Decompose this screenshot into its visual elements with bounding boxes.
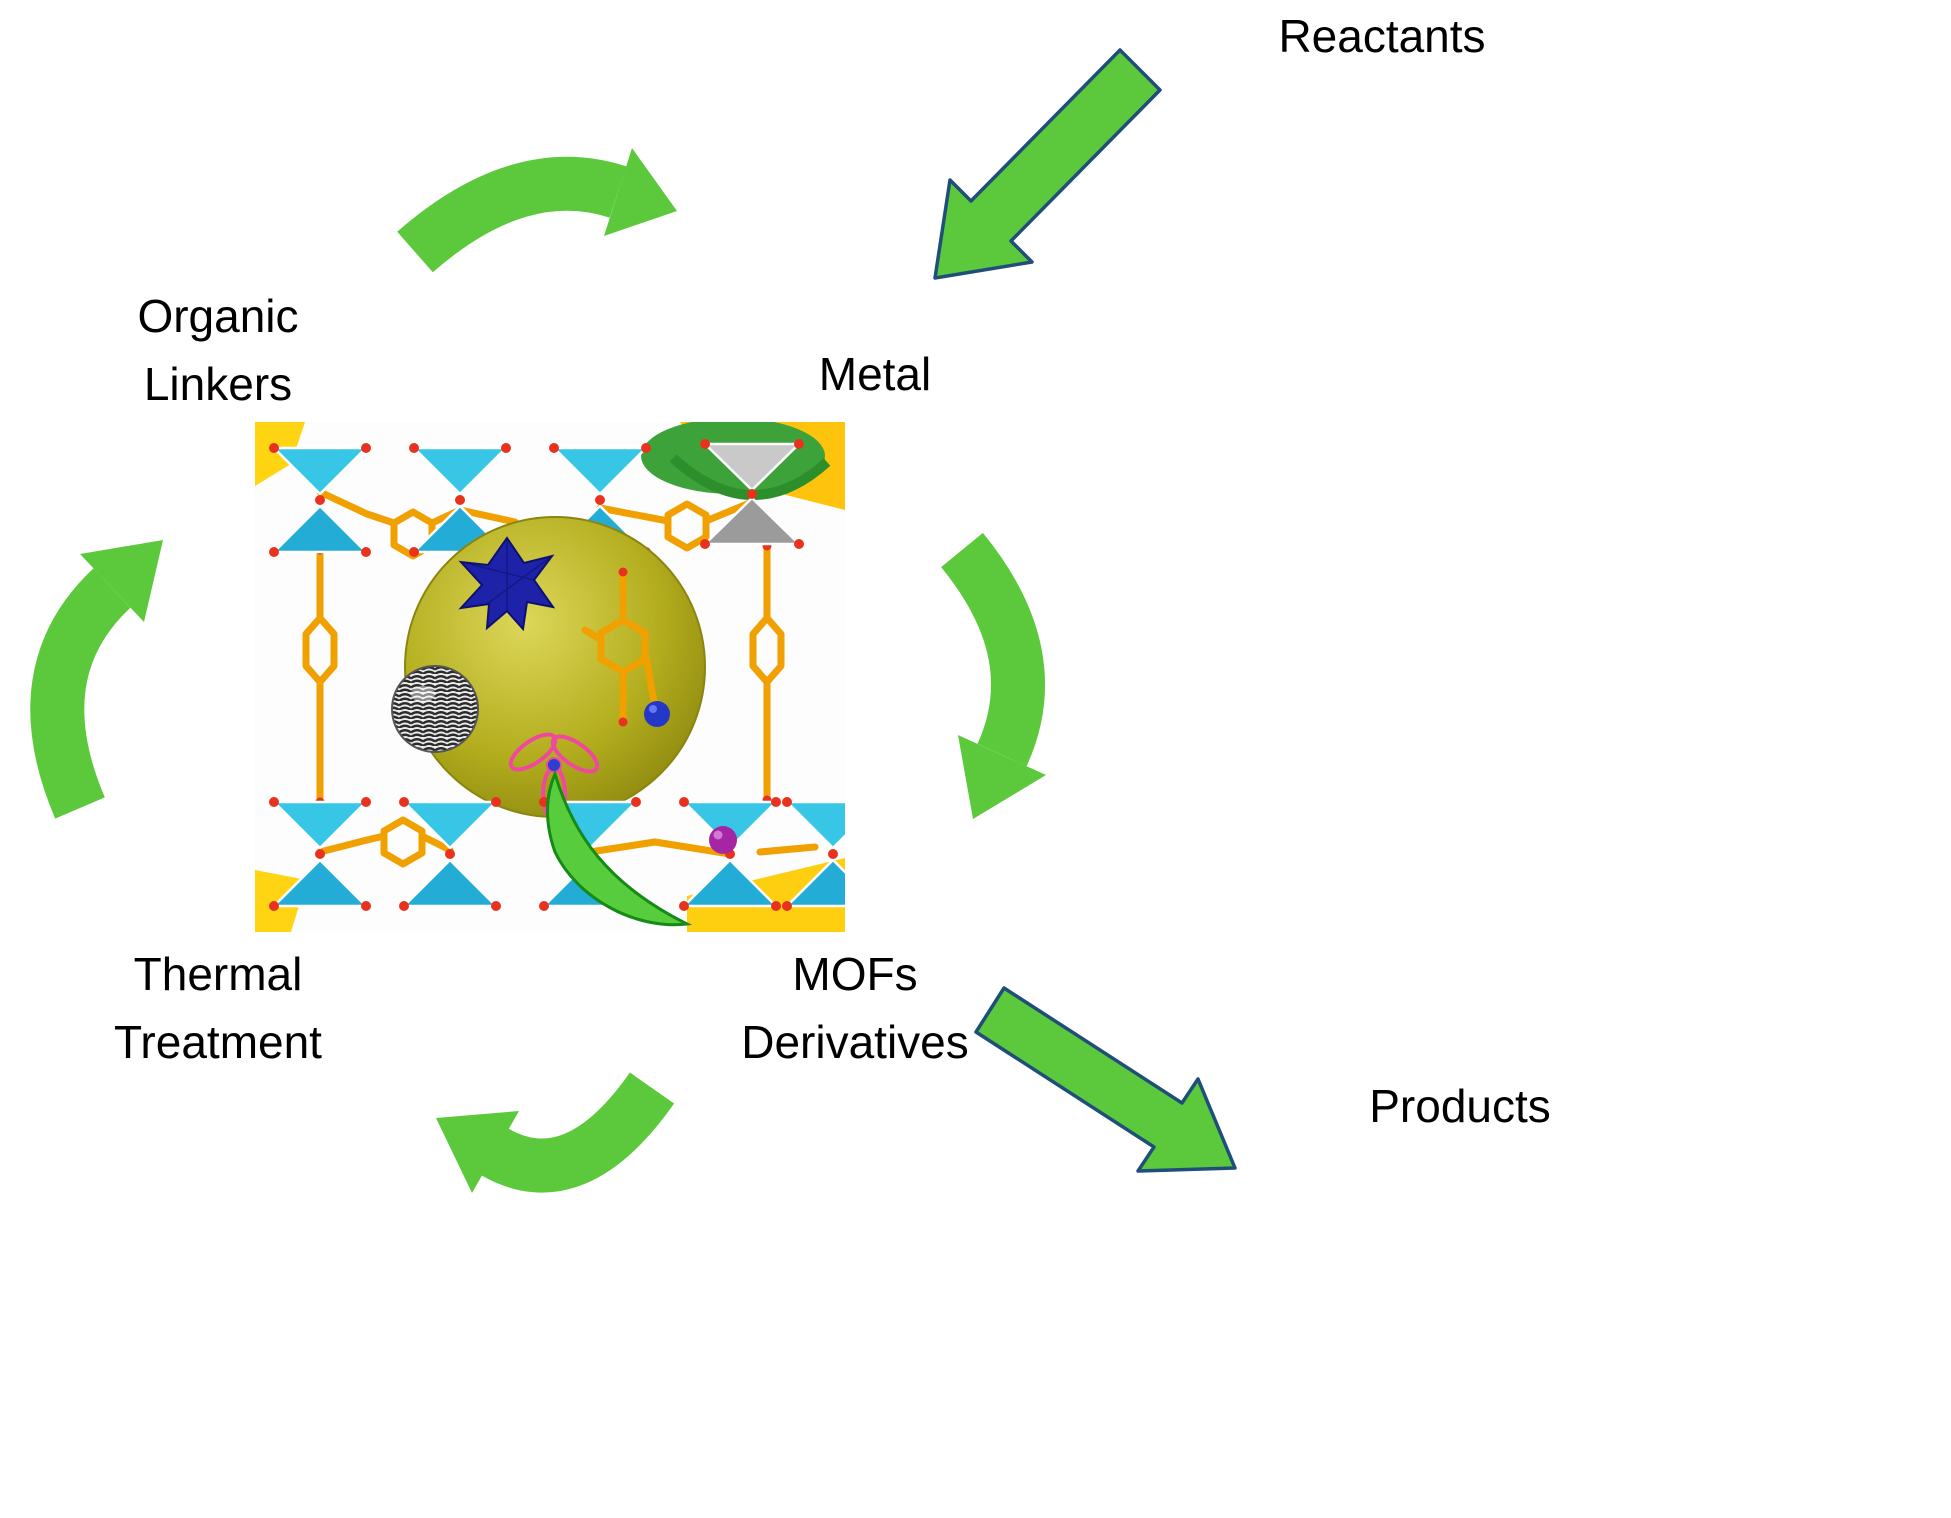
label-products: Products [1330, 1080, 1590, 1132]
mofs-derivatives-to-products-arrow [974, 986, 1237, 1173]
ligand-on-sphere [581, 567, 659, 727]
label-line: Thermal [133, 948, 303, 1000]
organic-linkers-to-metal-arrow [397, 148, 677, 273]
thermal-treatment-to-organic-linkers-arrow [30, 540, 163, 819]
mofs-derivatives-to-thermal-treatment-arrow [436, 1072, 675, 1193]
label-line: Metal [818, 348, 932, 400]
label-reactants: Reactants [1252, 10, 1512, 62]
purple-atom [709, 826, 737, 854]
label-organic-linkers: Organic Linkers [83, 282, 353, 418]
label-line: Treatment [114, 1016, 322, 1068]
guest-molecule-icon [508, 732, 600, 822]
metal-to-mofs-derivatives-arrow [940, 532, 1046, 819]
label-metal: Metal [790, 348, 960, 400]
label-line: Derivatives [741, 1016, 969, 1068]
mof-crystal-structure-image [255, 422, 845, 932]
fullerene-icon [391, 665, 479, 753]
label-line: MOFs [792, 948, 918, 1000]
label-line: Organic [137, 290, 299, 342]
label-thermal-treatment: Thermal Treatment [83, 940, 353, 1076]
label-line: Linkers [143, 358, 293, 410]
polyoxometalate-cluster-icon [458, 536, 556, 632]
gray-metal-node-cluster [700, 439, 804, 549]
green-leaf-shape [546, 769, 693, 927]
label-mofs-derivatives: MOFs Derivatives [720, 940, 990, 1076]
label-line: Products [1369, 1080, 1551, 1132]
blue-atom [644, 701, 670, 727]
organic-linker-framework [302, 488, 819, 868]
label-line: Reactants [1278, 10, 1486, 62]
reactants-to-metal-arrow [933, 48, 1162, 280]
